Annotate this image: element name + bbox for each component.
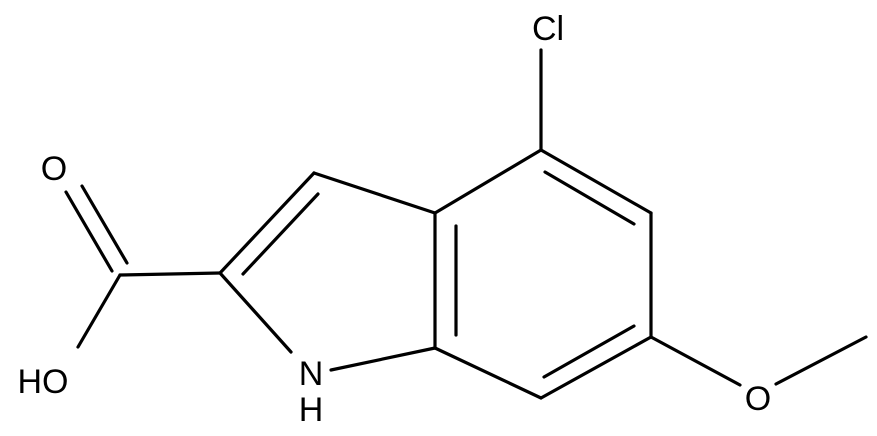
carboxylic-acid-group xyxy=(64,184,222,349)
bond-c-oh xyxy=(76,273,122,349)
bond-c6-c7 xyxy=(539,335,653,400)
bond-c4-c5-inner xyxy=(543,170,636,226)
bond-c-o-double-inner xyxy=(80,184,129,265)
bond-c2-n1 xyxy=(218,271,293,354)
chlorine-label: Cl xyxy=(532,10,564,48)
bond-c3a-c4 xyxy=(433,148,543,215)
bond-c2-carboxyl xyxy=(118,271,222,277)
bond-c6-o xyxy=(649,335,742,387)
ether-oxygen-label: O xyxy=(745,380,771,418)
carbonyl-oxygen-label: O xyxy=(41,150,67,188)
bond-n1-c7a xyxy=(329,346,437,372)
bond-c-o-double-outer xyxy=(64,190,114,273)
nitrogen-label: N xyxy=(299,355,324,393)
bond-c2-c3-inner xyxy=(241,192,320,276)
nitrogen-hydrogen-label: H xyxy=(299,391,324,429)
pyrrole-ring xyxy=(218,171,437,372)
atom-labels: Cl O HO N H O xyxy=(18,10,772,429)
bond-c7-c7a xyxy=(433,346,543,400)
bond-c3-c3a xyxy=(312,171,437,215)
bond-c6-c7-inner xyxy=(542,324,636,379)
substituents xyxy=(539,48,868,387)
bond-c2-c3 xyxy=(218,171,316,275)
bond-c4-c5 xyxy=(539,148,653,215)
hydroxyl-label: HO xyxy=(18,363,69,401)
benzene-ring xyxy=(433,148,653,400)
bond-o-ch3 xyxy=(774,335,868,386)
